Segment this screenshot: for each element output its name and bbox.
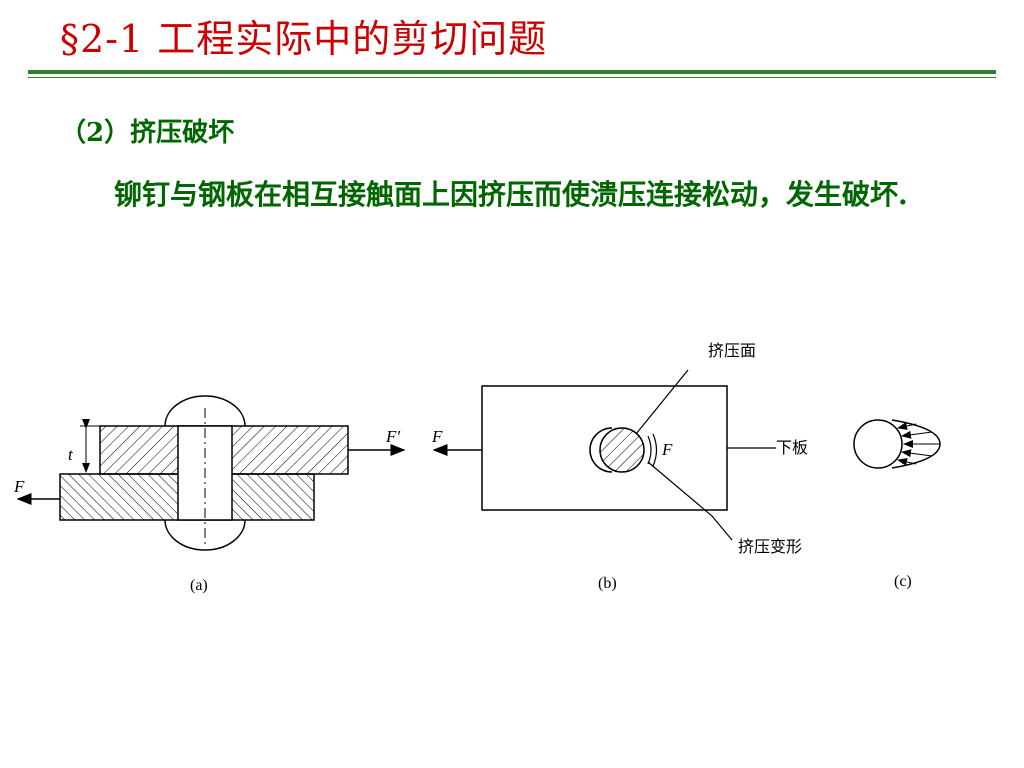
figure-b: F F 挤压面 下板 挤压变形 (b) (431, 341, 808, 592)
force-right-label: F′ (385, 427, 400, 446)
rivet-c-section (853, 419, 903, 469)
crush-wave-2 (652, 433, 658, 467)
body-paragraph: 铆钉与钢板在相互接触面上因挤压而使溃压连接松动，发生破坏. (114, 178, 908, 211)
title-underline-thin (28, 77, 996, 78)
label-crush-face: 挤压面 (708, 341, 756, 360)
caption-b: (b) (598, 575, 617, 592)
label-lower-plate: 下板 (776, 438, 808, 457)
figure-c: (c) (853, 419, 941, 590)
title-underline-thick (28, 70, 996, 74)
section-heading: （2）挤压破坏 (60, 118, 235, 148)
rivet-section (599, 427, 645, 473)
figure-a: t F F′ (a) (13, 395, 406, 594)
slide-title: §2-1 工程实际中的剪切问题 (60, 17, 548, 61)
force-b-label: F (431, 427, 443, 446)
caption-a: (a) (190, 577, 208, 594)
force-b-inner-label: F (661, 440, 673, 459)
thickness-label: t (68, 445, 74, 464)
caption-c: (c) (894, 573, 912, 590)
crush-wave-1 (647, 435, 652, 465)
force-left-label: F (13, 477, 25, 496)
leader-face (635, 369, 689, 435)
label-crush-deform: 挤压变形 (738, 537, 802, 556)
leader-deform (647, 461, 733, 541)
